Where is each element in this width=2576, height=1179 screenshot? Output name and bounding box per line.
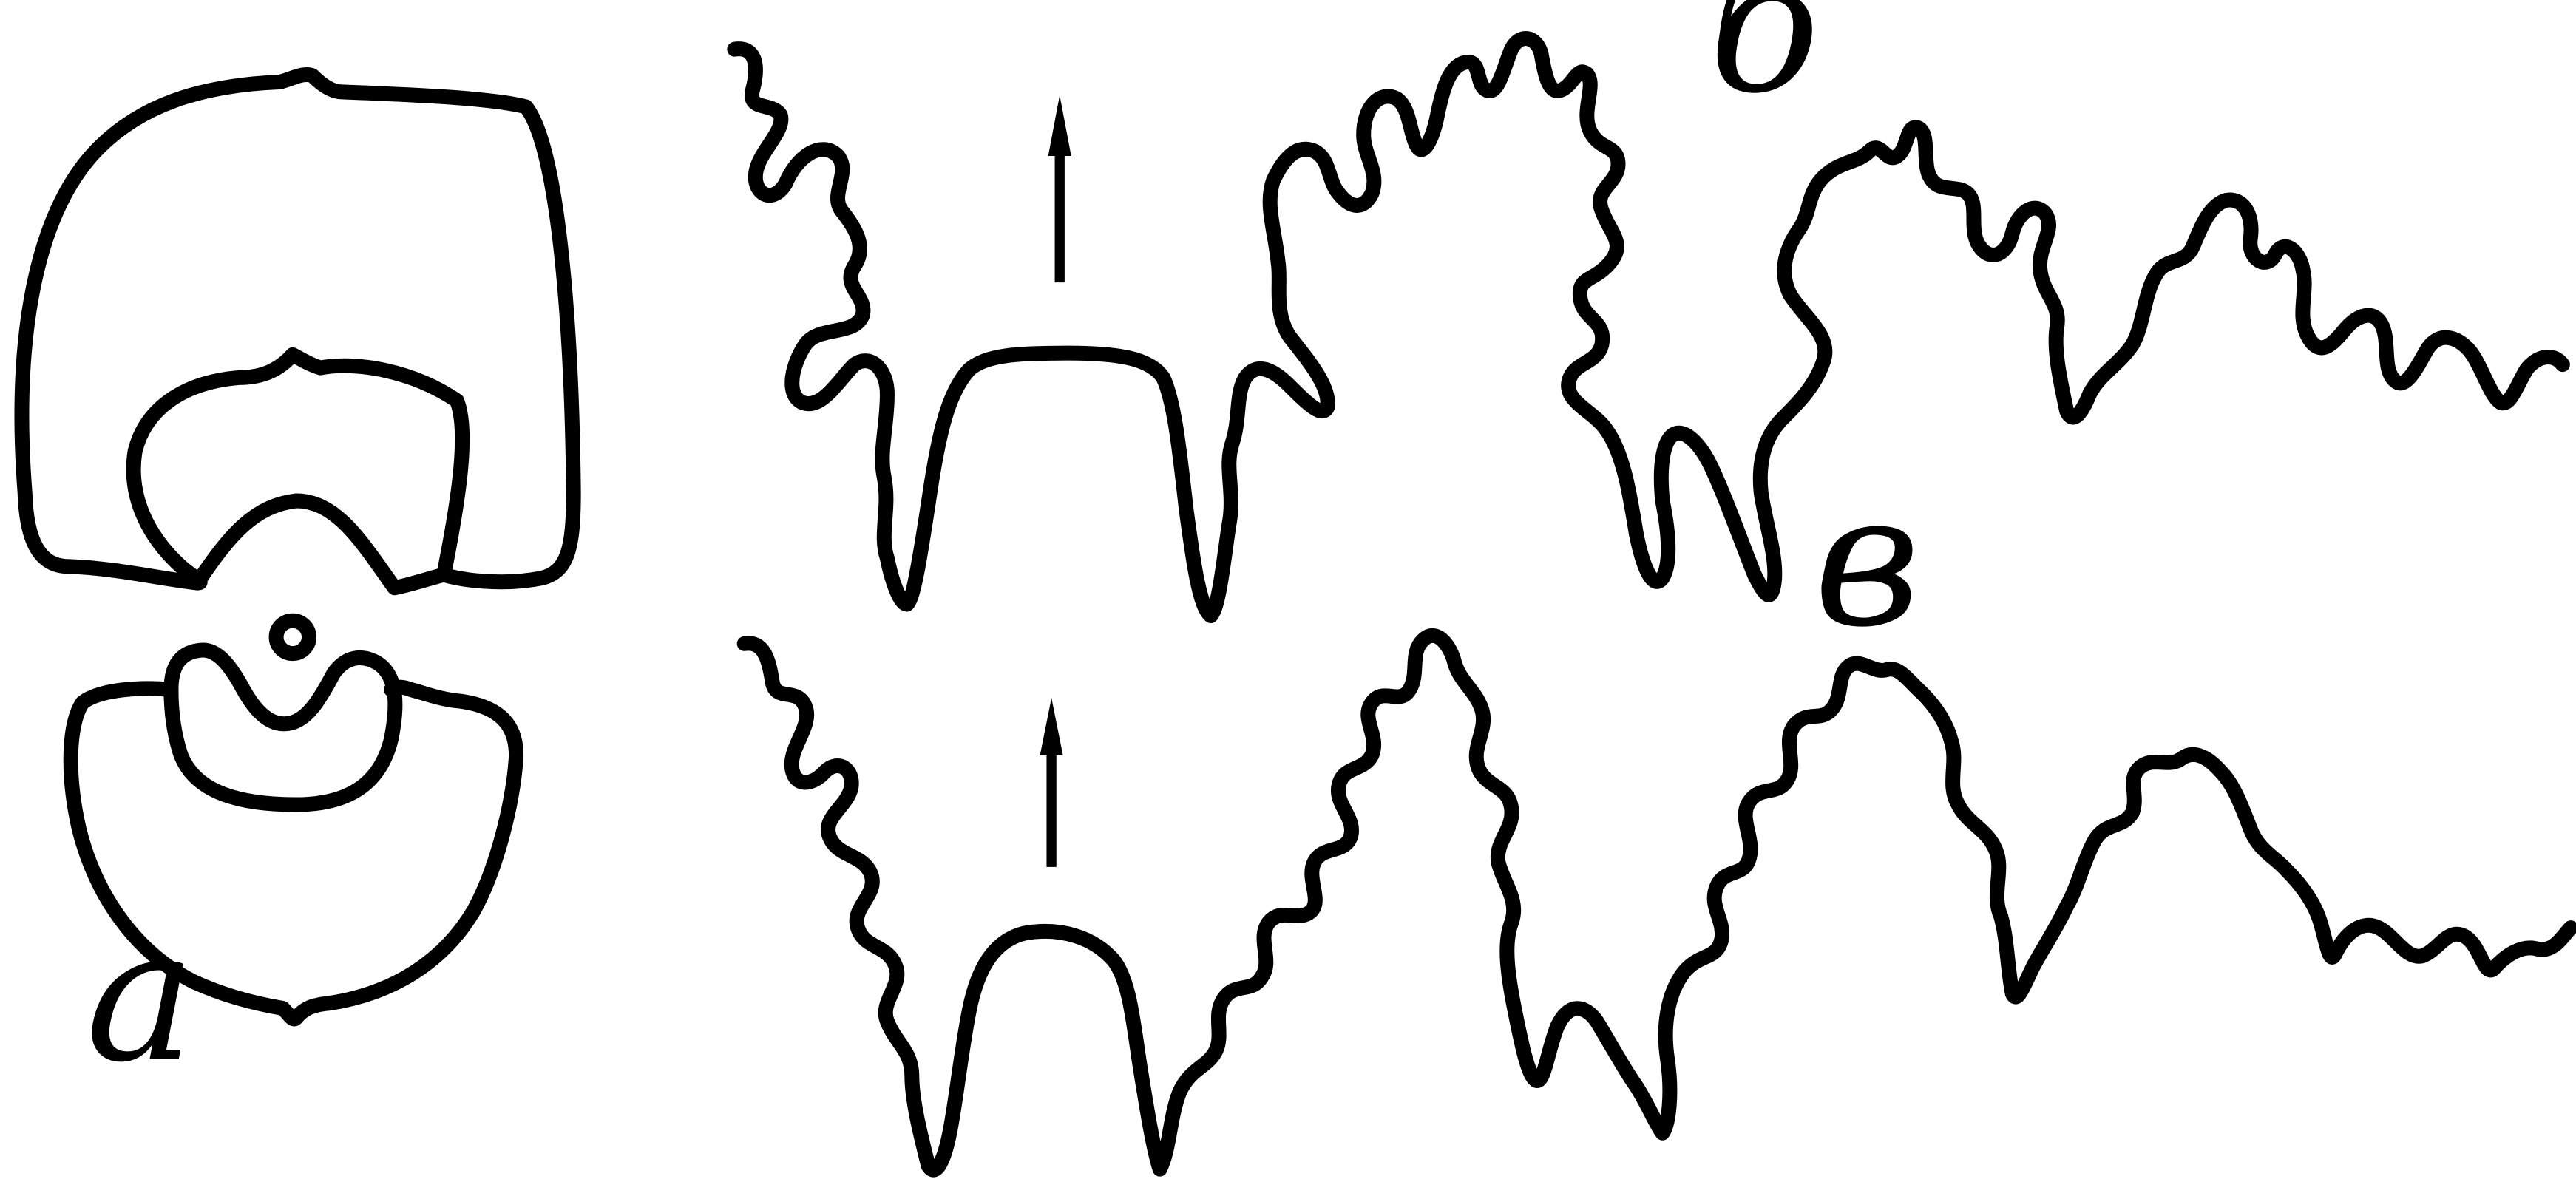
panel-b-contour-1 — [734, 38, 2562, 616]
arrow-upper — [1048, 95, 1071, 282]
panel-v-contour-1 — [745, 636, 2571, 1170]
panel-a-inner-lower-contour — [171, 650, 395, 805]
panel-a-inner-upper-contour — [197, 501, 444, 588]
panel-label-v: в — [1814, 453, 1921, 667]
arrow-lower — [1040, 698, 1063, 867]
panel-v — [745, 636, 2571, 1170]
panel-label-b: б — [1709, 0, 1822, 134]
panel-label-a: a — [86, 889, 195, 1103]
panel-b — [734, 38, 2562, 616]
arrow-lower-head — [1040, 698, 1063, 755]
arrow-upper-head — [1048, 95, 1071, 156]
panel-a — [22, 75, 574, 1019]
panel-a-small-circle — [277, 621, 309, 653]
